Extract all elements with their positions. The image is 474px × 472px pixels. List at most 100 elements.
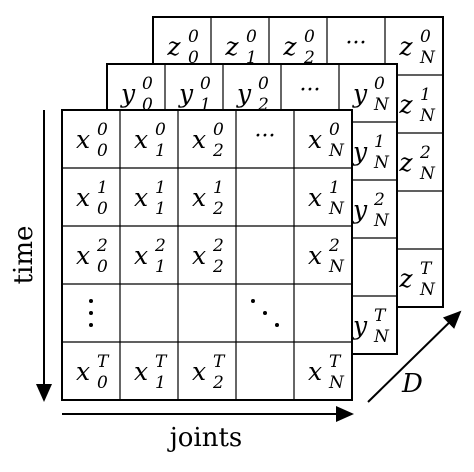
cell-x-r4-c2-sup: T bbox=[213, 352, 226, 372]
cell-x-r3-c0-vdot bbox=[89, 299, 93, 303]
cell-z-r4-c4-sub: N bbox=[419, 280, 436, 300]
cell-x-r1-c4-sub: N bbox=[328, 199, 345, 219]
cell-y-r1-c4-sup: 1 bbox=[374, 132, 385, 152]
cell-y-r0-c0-sup: 0 bbox=[142, 74, 153, 94]
cell-y-r0-c2: y bbox=[236, 79, 252, 108]
cell-y-r0-c1: y bbox=[178, 79, 194, 108]
cell-x-r0-c1-sup: 0 bbox=[155, 120, 166, 140]
depth-axis-label: D bbox=[401, 369, 423, 399]
cell-x-r0-c1: x bbox=[134, 125, 148, 154]
cell-x-r1-c2: x bbox=[192, 183, 206, 212]
cell-x-r1-c1-sup: 1 bbox=[155, 178, 166, 198]
cell-y-r1-c4-sub: N bbox=[373, 153, 390, 173]
cell-x-r0-c2-sub: 2 bbox=[212, 141, 224, 161]
cell-z-r1-c4-sub: N bbox=[419, 106, 436, 126]
cell-y-r0-c2-sub: 2 bbox=[257, 95, 269, 115]
cell-x-r1-c0: x bbox=[76, 183, 90, 212]
cell-x-r3-c3-ddot bbox=[251, 299, 255, 303]
joints-axis-label: joints bbox=[167, 423, 243, 453]
depth-axis-arrow bbox=[367, 310, 462, 403]
cell-x-r4-c4-sub: N bbox=[328, 373, 345, 393]
cell-z-r0-c2-sub: 2 bbox=[303, 48, 315, 68]
cell-z-r0-c0-sub: 0 bbox=[188, 48, 199, 68]
cell-x-r2-c1-sup: 2 bbox=[154, 236, 166, 256]
cell-z-r0-c3-hdots: ··· bbox=[346, 31, 367, 56]
cell-x-r0-c0-sup: 0 bbox=[97, 120, 108, 140]
cell-y-r2-c4-sub: N bbox=[373, 211, 390, 231]
cell-x-r3-c3-ddot bbox=[275, 323, 279, 327]
cell-x-r2-c0-sub: 0 bbox=[97, 257, 108, 277]
cell-x-r2-c1-sub: 1 bbox=[155, 257, 166, 277]
cell-x-r0-c3-hdots: ··· bbox=[255, 124, 276, 149]
cell-x-r4-c1-sub: 1 bbox=[155, 373, 166, 393]
cell-x-r2-c2-sup: 2 bbox=[212, 236, 224, 256]
cell-x-r2-c2-sub: 2 bbox=[212, 257, 224, 277]
cell-y-r0-c4-sub: N bbox=[373, 95, 390, 115]
cell-x-r4-c2: x bbox=[192, 357, 206, 386]
cell-z-r0-c2-sup: 0 bbox=[304, 27, 315, 47]
cell-x-r1-c1-sub: 1 bbox=[155, 199, 166, 219]
cell-x-r0-c1-sub: 1 bbox=[155, 141, 166, 161]
cell-x-r4-c1-sup: T bbox=[155, 352, 168, 372]
cell-x-r4-c0: x bbox=[76, 357, 90, 386]
cell-x-r4-c4-sup: T bbox=[329, 352, 342, 372]
cell-x-r3-c3-ddot bbox=[263, 311, 267, 315]
cell-x-r4-c1: x bbox=[134, 357, 148, 386]
cell-z-r0-c4: z bbox=[398, 32, 413, 61]
cell-x-r0-c0: x bbox=[76, 125, 90, 154]
layer-x-panel bbox=[61, 109, 353, 401]
cell-z-r0-c1-sub: 1 bbox=[246, 48, 257, 68]
cell-x-r0-c4-sub: N bbox=[328, 141, 345, 161]
cell-y-r1-c4: y bbox=[352, 137, 368, 166]
cell-z-r0-c0: z bbox=[166, 32, 181, 61]
cell-y-r0-c3-hdots: ··· bbox=[300, 78, 321, 103]
time-axis-label: time bbox=[9, 226, 39, 285]
cell-x-r0-c0-sub: 0 bbox=[97, 141, 108, 161]
cell-z-r1-c4-sup: 1 bbox=[420, 85, 431, 105]
cell-x-r1-c2-sup: 1 bbox=[213, 178, 224, 198]
cell-x-r1-c4: x bbox=[308, 183, 322, 212]
cell-x-r2-c4-sup: 2 bbox=[328, 236, 340, 256]
cell-x-r0-c2: x bbox=[192, 125, 206, 154]
cell-x-r0-c4: x bbox=[308, 125, 322, 154]
cell-x-r1-c0-sub: 0 bbox=[97, 199, 108, 219]
cell-z-r0-c1: z bbox=[224, 32, 239, 61]
cell-x-r4-c4: x bbox=[308, 357, 322, 386]
cell-x-r0-c4-sup: 0 bbox=[329, 120, 340, 140]
cell-y-r4-c4-sup: T bbox=[374, 306, 387, 326]
cell-z-r0-c0-sup: 0 bbox=[188, 27, 199, 47]
cell-x-r2-c0: x bbox=[76, 241, 90, 270]
cell-y-r0-c0: y bbox=[120, 79, 136, 108]
cell-z-r4-c4: z bbox=[398, 264, 413, 293]
cell-x-r1-c4-sup: 1 bbox=[329, 178, 340, 198]
cell-z-r4-c4-sup: T bbox=[420, 259, 433, 279]
cell-x-r1-c2-sub: 2 bbox=[212, 199, 224, 219]
cell-y-r0-c1-sup: 0 bbox=[200, 74, 211, 94]
cell-x-r1-c1: x bbox=[134, 183, 148, 212]
cell-y-r4-c4: y bbox=[352, 311, 368, 340]
cell-y-r0-c4: y bbox=[352, 79, 368, 108]
cell-x-r3-c0-vdot bbox=[89, 323, 93, 327]
cell-x-r2-c2: x bbox=[192, 241, 206, 270]
cell-z-r0-c2: z bbox=[282, 32, 297, 61]
cell-z-r2-c4-sup: 2 bbox=[419, 143, 431, 163]
cell-x-r4-c0-sup: T bbox=[97, 352, 110, 372]
cell-x-r4-c2-sub: 2 bbox=[212, 373, 224, 393]
cell-x-r3-c0-vdot bbox=[89, 311, 93, 315]
cell-y-r0-c0-sub: 0 bbox=[142, 95, 153, 115]
cell-y-r0-c2-sup: 0 bbox=[258, 74, 269, 94]
cell-y-r2-c4: y bbox=[352, 195, 368, 224]
cell-x-r4-c0-sub: 0 bbox=[97, 373, 108, 393]
cell-z-r1-c4: z bbox=[398, 90, 413, 119]
cell-y-r4-c4-sub: N bbox=[373, 327, 390, 347]
cell-z-r2-c4-sub: N bbox=[419, 164, 436, 184]
cell-x-r1-c0-sup: 1 bbox=[97, 178, 108, 198]
cell-z-r0-c4-sub: N bbox=[419, 48, 436, 68]
cell-x-r2-c4: x bbox=[308, 241, 322, 270]
cell-z-r2-c4: z bbox=[398, 148, 413, 177]
cell-x-r0-c2-sup: 0 bbox=[213, 120, 224, 140]
cell-x-r2-c4-sub: N bbox=[328, 257, 345, 277]
